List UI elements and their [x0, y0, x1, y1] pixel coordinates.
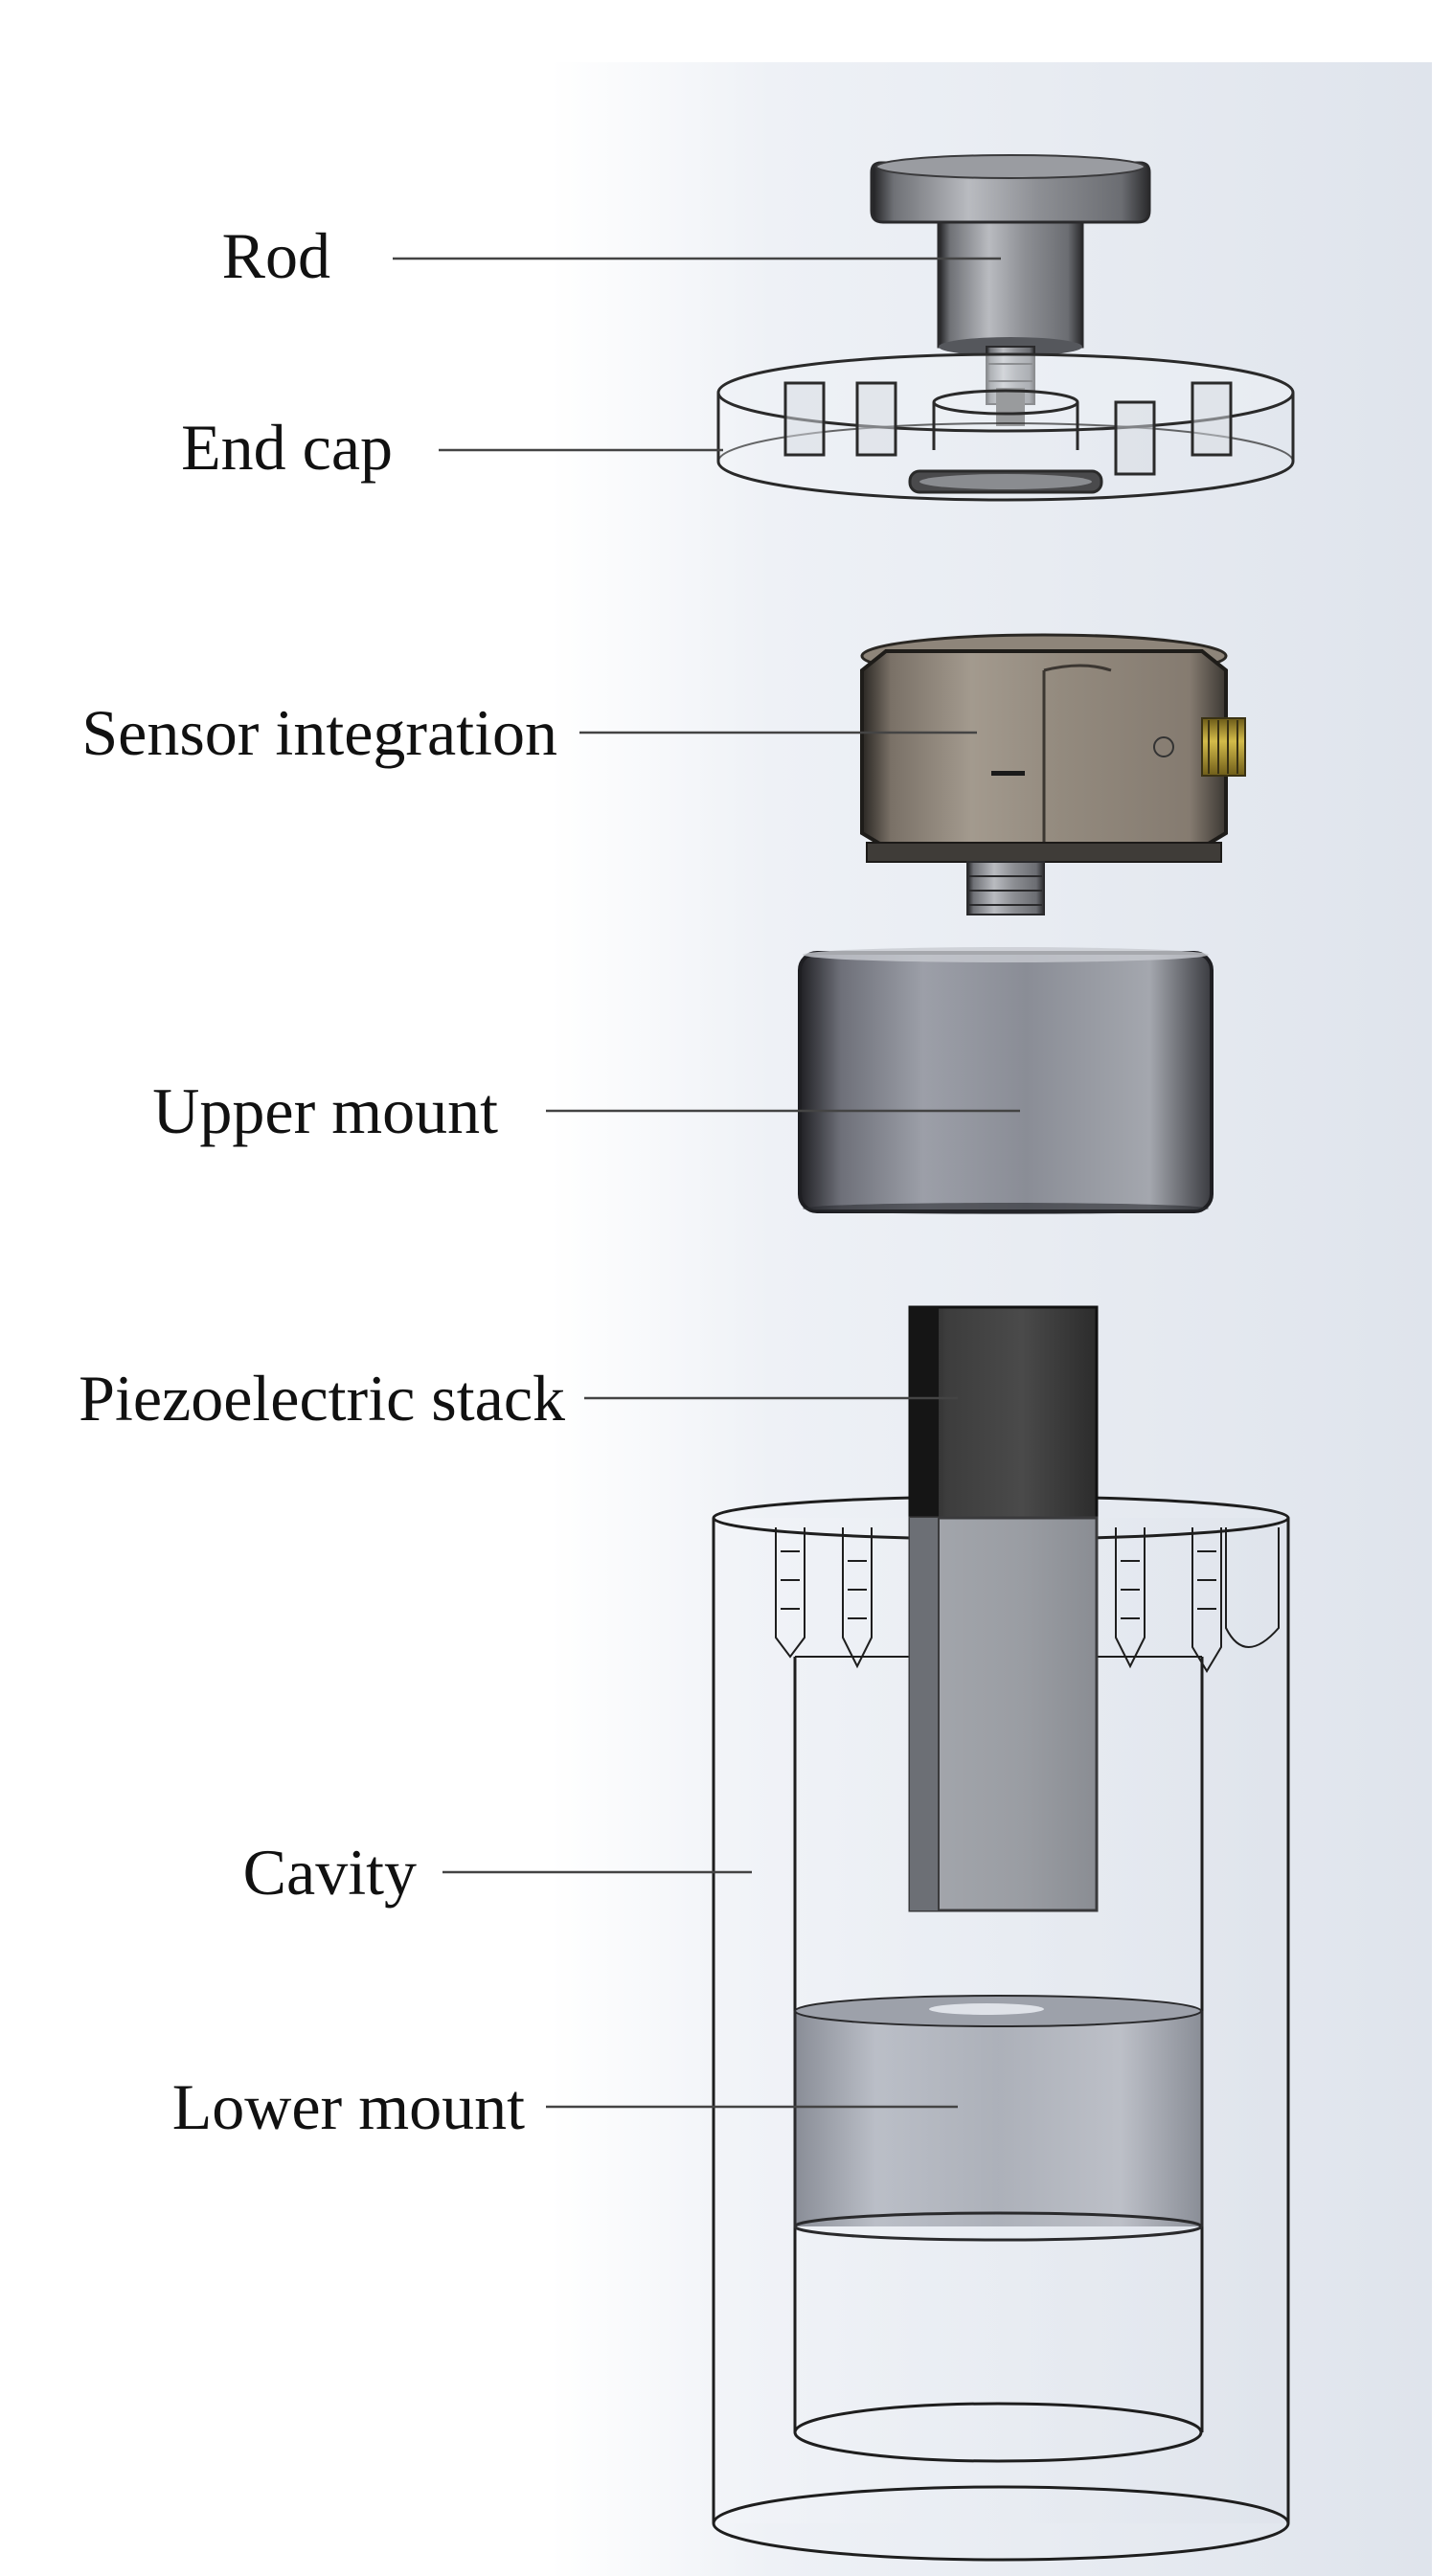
upper-mount-part [798, 947, 1214, 1214]
label-sensor-integration: Sensor integration [81, 696, 557, 769]
label-piezoelectric-stack: Piezoelectric stack [79, 1362, 565, 1435]
lower-mount-part [793, 1995, 1204, 2242]
sensor-part [860, 633, 1246, 915]
label-end-cap: End cap [181, 411, 393, 484]
labels: Rod End cap Sensor integration Upper mou… [79, 219, 565, 2143]
end-cap-part [716, 352, 1295, 502]
label-lower-mount: Lower mount [172, 2070, 525, 2143]
label-cavity: Cavity [243, 1836, 417, 1909]
label-rod: Rod [222, 219, 330, 292]
label-upper-mount: Upper mount [152, 1074, 498, 1147]
leader-lines [393, 257, 1020, 2109]
piezo-stack-part [908, 1305, 1099, 1912]
